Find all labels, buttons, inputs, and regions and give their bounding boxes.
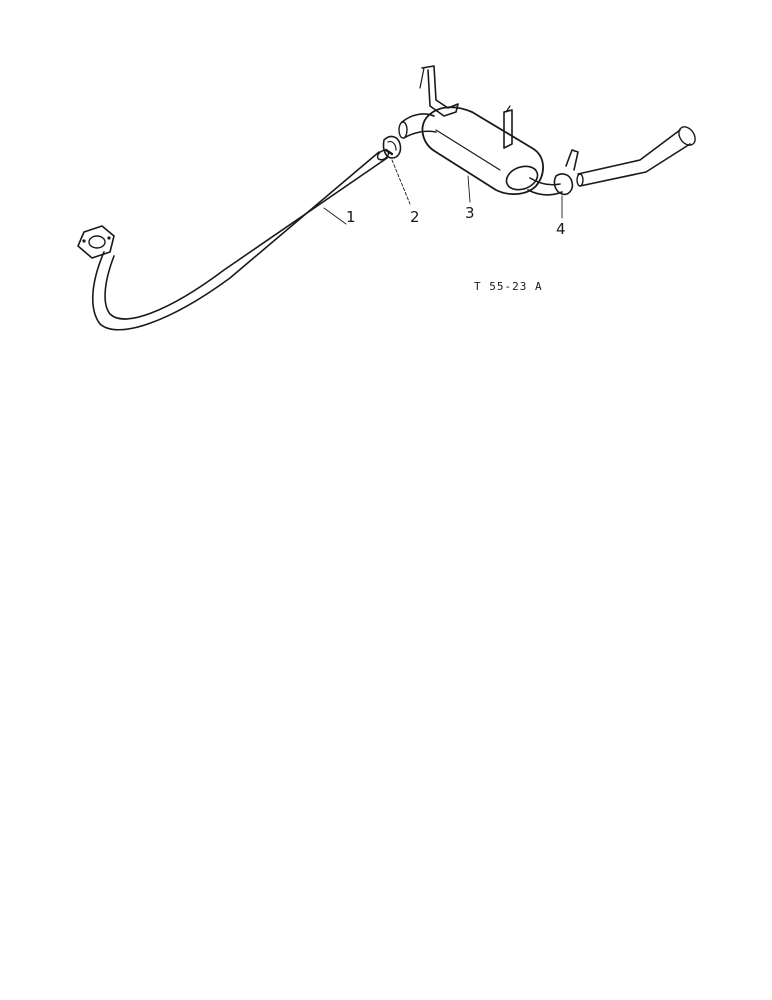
silencer-hanger-left: [419, 65, 459, 117]
callout-leaders: [323, 159, 563, 225]
figure-code: T 55-23 A: [474, 280, 543, 293]
silencer-hanger-middle: [503, 105, 513, 149]
callout-3: 3: [465, 204, 475, 222]
callout-4: 4: [556, 220, 566, 238]
tail-pipe-clamp: [553, 149, 579, 196]
tail-pipe: [576, 126, 696, 187]
silencer: [398, 65, 563, 196]
callout-1: 1: [346, 208, 356, 226]
callout-2: 2: [410, 208, 420, 226]
pipe-clamp: [382, 135, 402, 159]
front-exhaust-pipe: [77, 149, 390, 331]
pipe-flange: [77, 225, 115, 259]
